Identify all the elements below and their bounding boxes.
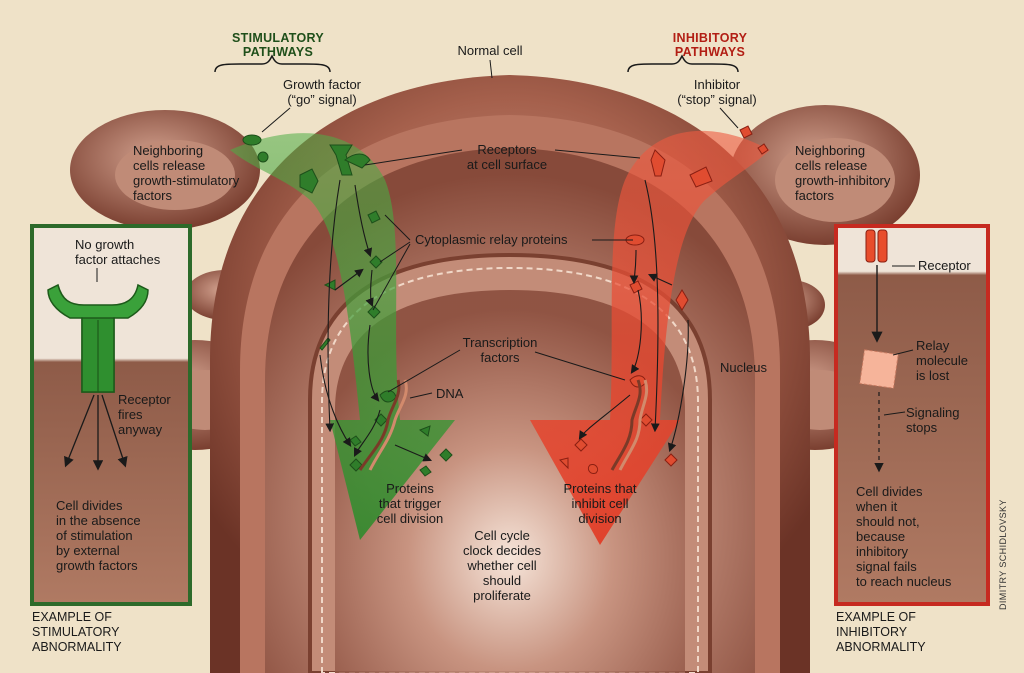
growth-factor-molecules: [242, 134, 453, 477]
inhibitory-abnormality-box: [834, 224, 990, 606]
transcription-factors-label: Transcription factors: [462, 335, 538, 365]
stimulatory-abnormality-box: [30, 224, 192, 606]
inhibitory-abnormality-caption: EXAMPLE OF INHIBITORY ABNORMALITY: [836, 610, 926, 654]
leader-lines: [261, 59, 739, 399]
receptor-fires-label: Receptor fires anyway: [118, 392, 171, 437]
growth-factor-label: Growth factor (“go” signal): [282, 77, 362, 107]
proteins-inhibit-label: Proteins that inhibit cell division: [563, 481, 637, 526]
no-growth-factor-label: No growth factor attaches: [75, 237, 161, 267]
cell-divides-absence-label: Cell divides in the absence of stimulati…: [56, 498, 141, 573]
inhibitor-label: Inhibitor (“stop” signal): [677, 77, 757, 107]
cytoplasmic-relay-label: Cytoplasmic relay proteins: [415, 232, 568, 247]
receptor-label: Receptor: [918, 258, 971, 273]
receptors-label: Receptors at cell surface: [466, 142, 548, 172]
stimulatory-pathway-arrow: [230, 133, 455, 540]
cell-divides-inhibit-label: Cell divides when it should not, because…: [856, 484, 952, 589]
signaling-stops-label: Signaling stops: [906, 405, 960, 435]
dna-strands: [358, 379, 649, 471]
inhibitory-pathways-heading: INHIBITORY PATHWAYS: [672, 31, 748, 59]
stimulatory-abnormality-caption: EXAMPLE OF STIMULATORY ABNORMALITY: [32, 610, 122, 654]
nucleus-label: Nucleus: [720, 360, 767, 375]
neighbor-stimulatory-label: Neighboring cells release growth-stimula…: [133, 143, 240, 203]
inhibitory-pathway-arrow: [530, 130, 770, 545]
cell-cycle-label: Cell cycle clock decides whether cell sh…: [462, 528, 542, 603]
normal-cell-label: Normal cell: [457, 43, 523, 58]
proteins-trigger-label: Proteins that trigger cell division: [376, 481, 444, 526]
signal-arrows: [319, 179, 689, 462]
relay-molecule-lost-label: Relay molecule is lost: [916, 338, 969, 383]
dna-label: DNA: [436, 386, 464, 401]
nucleus-shape: [308, 252, 712, 673]
artist-credit: DIMITRY SCHIDLOVSKY: [998, 499, 1008, 610]
neighbor-inhibitory-label: Neighboring cells release growth-inhibit…: [795, 143, 891, 203]
stimulatory-pathways-heading: STIMULATORY PATHWAYS: [232, 31, 324, 59]
heading-braces: [214, 54, 739, 73]
